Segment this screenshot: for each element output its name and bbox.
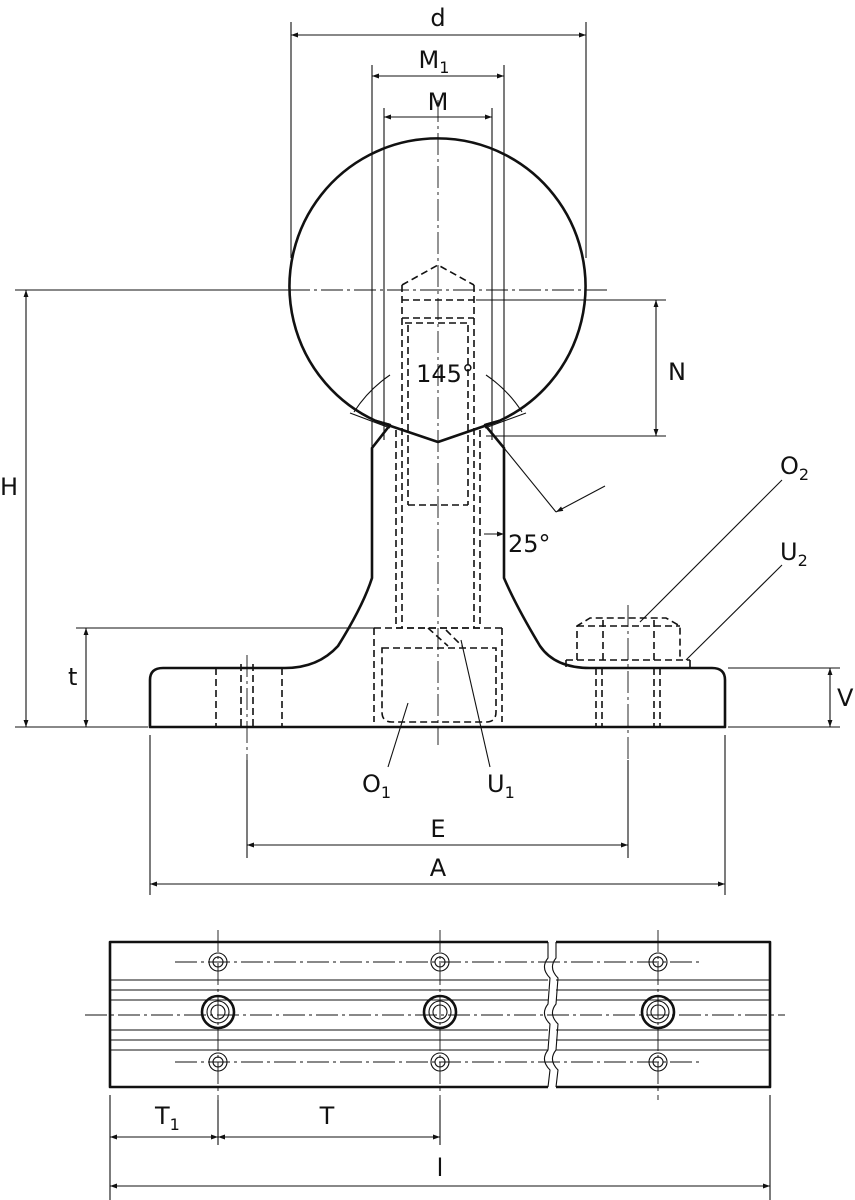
hidden-left-hole xyxy=(215,664,283,727)
plan-holes xyxy=(200,952,676,1072)
dim-a-label: A xyxy=(430,854,447,882)
angle-145-label: 145° xyxy=(416,360,474,388)
dim-m1-label: M1 xyxy=(419,46,450,77)
callout-u1-sub: 1 xyxy=(505,783,515,802)
dim-t-pitch-label: T xyxy=(319,1102,335,1130)
dim-e-label: E xyxy=(430,815,445,843)
callout-u1-letter: U xyxy=(487,770,505,798)
callout-u2: U2 xyxy=(780,538,808,570)
plan-view: T1 T l xyxy=(85,930,785,1200)
dim-h-label: H xyxy=(0,473,18,501)
callout-o1: O1 xyxy=(362,770,391,802)
dim-n-label: N xyxy=(668,358,686,386)
angle-25-label: 25° xyxy=(508,530,551,558)
right-fixing-bolt xyxy=(565,617,691,727)
dim-m-label: M xyxy=(428,88,449,116)
hidden-central-screw xyxy=(373,264,503,723)
dimension-lines xyxy=(23,32,833,887)
dim-l-label: l xyxy=(437,1154,444,1182)
angle-25-mark xyxy=(484,447,606,537)
callout-u2-letter: U xyxy=(780,538,798,566)
callout-u1: U1 xyxy=(487,770,515,802)
callout-leaders xyxy=(387,479,783,768)
support-body-outline xyxy=(148,419,727,729)
dim-v-label: V xyxy=(837,684,854,712)
plan-longitudinal-lines xyxy=(110,979,770,1051)
callout-o2: O2 xyxy=(780,452,809,484)
dim-d-label: d xyxy=(430,4,445,32)
callout-o1-sub: 1 xyxy=(381,783,391,802)
front-view: d M1 M 145° N 25° H t V E A O1 U1 O2 U2 xyxy=(0,4,854,895)
plan-break-line xyxy=(543,942,551,1088)
dim-m1-sub: 1 xyxy=(439,58,449,77)
dim-t1-letter: T xyxy=(154,1102,170,1130)
plan-outline-left xyxy=(108,940,548,1089)
ball-outline xyxy=(288,137,587,423)
callout-o2-sub: 2 xyxy=(799,465,809,484)
dim-t1-label: T1 xyxy=(154,1102,180,1134)
callout-o1-letter: O xyxy=(362,770,381,798)
callout-o2-letter: O xyxy=(780,452,799,480)
extension-lines xyxy=(15,22,840,895)
dim-m1-letter: M xyxy=(419,46,440,74)
plan-outline-right xyxy=(556,940,772,1089)
dim-t1-sub: 1 xyxy=(170,1115,180,1134)
callout-u2-sub: 2 xyxy=(798,551,808,570)
dim-t-label: t xyxy=(68,663,77,691)
